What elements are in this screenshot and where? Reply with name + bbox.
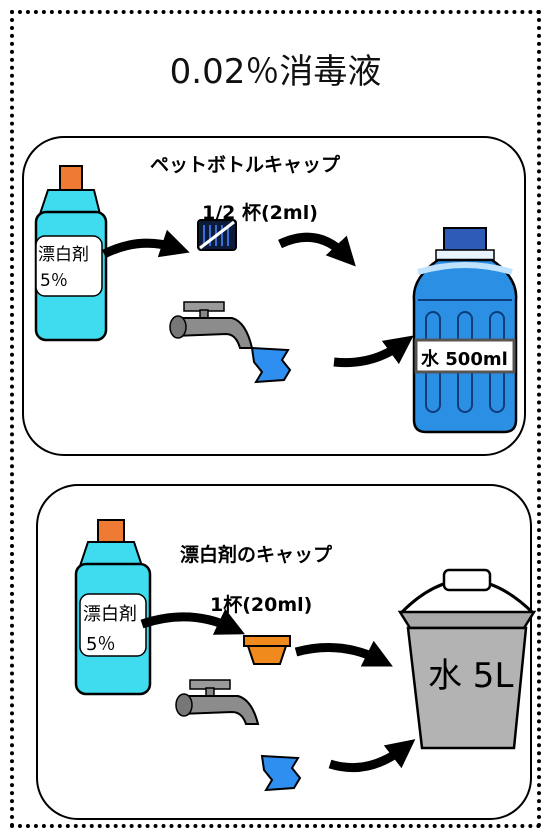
panel1-heading: ペットボトルキャップ: [150, 154, 341, 176]
panel2-heading: 漂白剤のキャップ: [180, 544, 333, 566]
bleach-cup-icon: [243, 635, 291, 665]
faucet-icon: [175, 679, 260, 725]
arrow-icon: [328, 739, 416, 773]
arrow-icon: [278, 232, 356, 267]
arrow-icon: [140, 608, 246, 635]
page-title: 0.02％消毒液: [169, 52, 382, 92]
measure-label: 1/2 杯(2ml): [202, 202, 318, 224]
bucket-icon: [397, 568, 537, 750]
water-amount-label: 水 5L: [428, 656, 514, 696]
measure-label: 1杯(20ml): [210, 594, 313, 616]
arrow-icon: [294, 640, 393, 667]
arrow-icon: [333, 335, 414, 368]
water-stream-icon: [260, 754, 302, 792]
pet-bottle-icon: [412, 227, 518, 434]
bottle-label-name: 漂白剤: [38, 245, 89, 265]
bottle-label-name: 漂白剤: [83, 604, 137, 625]
bottle-label-percent: 5％: [86, 634, 116, 655]
faucet-icon: [169, 301, 254, 349]
dotted-border: [10, 10, 541, 828]
arrow-icon: [101, 229, 190, 259]
pet-cap-icon: [197, 219, 237, 251]
bottle-label-percent: 5％: [40, 271, 68, 291]
bleach-bottle-icon: [34, 165, 108, 342]
water-amount-label: 水 500ml: [421, 349, 508, 370]
water-stream-icon: [250, 346, 292, 384]
bleach-bottle-icon: [74, 519, 152, 696]
